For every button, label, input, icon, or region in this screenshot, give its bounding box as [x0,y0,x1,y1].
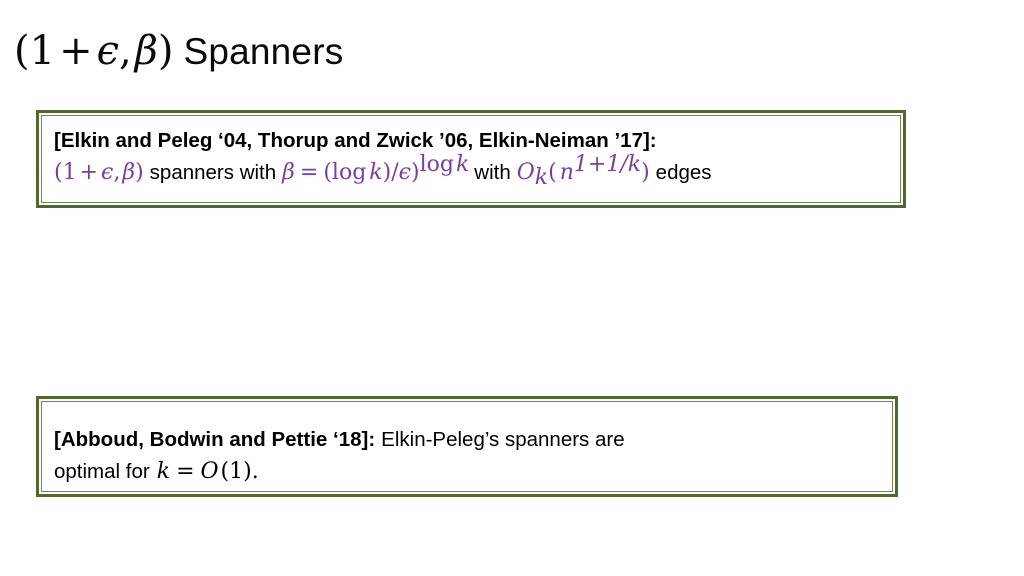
period: . [251,459,259,484]
outer-close-paren: ) [410,160,420,185]
formula-open-paren: ( [323,160,332,185]
statement-abboud-line1: [Abboud, Bodwin and Pettie ‘18]:Elkin-Pe… [54,424,880,456]
constant-one: 1 [229,459,244,484]
n-symbol: n [559,160,574,185]
tuple-comma: , [113,160,121,185]
text-with: with [474,161,511,184]
constant-close-paren: ) [243,459,252,484]
exponent-k: k [455,152,470,178]
tuple-plus: + [79,160,99,185]
tuple-close-paren: ) [135,160,144,185]
big-o-symbol: O [200,459,219,484]
constant-open-paren: ( [220,459,230,484]
beta-symbol: β [282,160,295,185]
page-title: (1+ϵ,β)Spanners [14,22,994,80]
tuple-open-paren: ( [54,160,63,185]
title-close-paren: ) [157,28,174,74]
statement-abboud-line2: optimal for k=O(1). [54,456,880,488]
callout-box-elkin-peleg: [Elkin and Peleg ‘04, Thorup and Zwick ’… [36,110,906,208]
title-plus: + [59,28,93,74]
title-beta: β [134,28,158,74]
title-one: 1 [29,28,56,74]
callout-box-abboud-bodwin-pettie: [Abboud, Bodwin and Pettie ‘18]:Elkin-Pe… [36,396,898,497]
citation-abboud: [Abboud, Bodwin and Pettie ‘18]: [54,428,376,451]
log-argument-k: k [369,160,383,185]
k-symbol: k [156,459,171,484]
text-edges: edges [655,161,712,184]
tuple-beta: β [122,160,136,185]
text-optimal-for: optimal for [54,460,150,483]
big-o-subscript-k: k [534,165,549,191]
equals-sign: = [299,160,319,185]
formula-close-paren: ) [382,160,392,185]
equals-sign: = [176,459,195,484]
log-operator: log [331,160,367,185]
callout-inner: [Abboud, Bodwin and Pettie ‘18]:Elkin-Pe… [41,401,893,492]
title-open-paren: ( [14,28,30,74]
tuple-epsilon: ϵ [101,160,114,185]
text-line1-rest: Elkin-Peleg’s spanners are [381,428,625,451]
title-comma: , [118,28,132,74]
title-epsilon: ϵ [96,28,119,74]
citation-elkin-peleg: [Elkin and Peleg ‘04, Thorup and Zwick ’… [54,129,657,152]
denominator-epsilon: ϵ [398,160,411,185]
text-spanners-with: spanners with [149,161,277,184]
n-exponent: 1+1/k [573,152,642,178]
division-slash: / [391,160,399,185]
edges-open-paren: ( [548,160,557,185]
title-word-spanners: Spanners [183,31,344,72]
callout-inner: [Elkin and Peleg ‘04, Thorup and Zwick ’… [41,115,901,203]
tuple-one: 1 [62,160,77,185]
edges-close-paren: ) [641,160,650,185]
big-o-symbol: O [516,160,535,185]
exponent-log: log [419,152,454,178]
